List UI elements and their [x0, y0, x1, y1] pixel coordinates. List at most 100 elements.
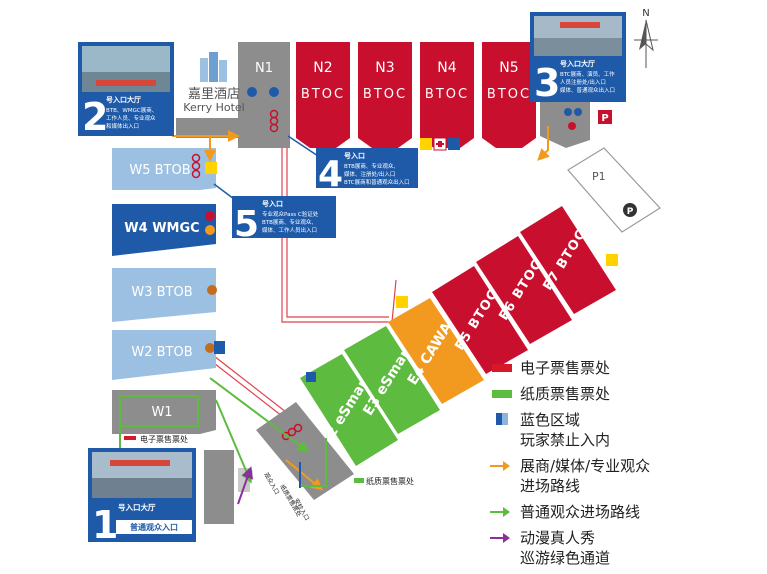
hall-N5-tag: BTOC — [487, 87, 531, 102]
hall-E3[interactable]: E3 eSmart — [344, 326, 440, 434]
west-connector — [204, 450, 234, 524]
food-icon — [205, 225, 215, 235]
hall-W5[interactable]: W5 BTOB — [112, 148, 217, 190]
parking-icon — [623, 203, 637, 217]
entrance-2-title: 号入口大厅 — [106, 95, 141, 104]
legend: 电子票售票处 纸质票售票处 蓝色区域 玩家禁止入内 展商/媒体/专业观众 进场路… — [490, 358, 760, 574]
turnstile-icon — [191, 169, 201, 179]
entrance-1-number: 1 — [92, 503, 118, 547]
info-icon — [574, 108, 582, 116]
entrance-1-callout[interactable]: 1 号入口大厅 普通观众入口 — [88, 448, 196, 547]
legend-arrow-icon — [490, 456, 512, 474]
entrance-3-line-1: BTC展商、演员、工作 — [560, 70, 615, 78]
entrance-5-callout[interactable]: 5 号入口 专业观众Pass C验证处 BTB展商、专业观众、 媒体、工作人员出… — [232, 196, 336, 245]
entrance-5-line-1: 专业观众Pass C验证处 — [262, 210, 319, 218]
legend-arrow-icon — [490, 502, 512, 520]
turnstile-icon — [281, 431, 291, 441]
atm-icon — [448, 138, 460, 150]
hall-N2-label: N2 — [313, 60, 332, 76]
parking-icon-glyph: P — [627, 207, 634, 217]
eticket-marker — [124, 436, 136, 440]
entrance-4-callout[interactable]: 4 号入口 BTB展商、专业观众、 媒体、注册处/出入口 BTC展商和普通观众出… — [316, 148, 418, 195]
hall-W1[interactable]: W1 — [112, 390, 216, 434]
legend-row-eticket: 电子票售票处 — [490, 358, 760, 378]
legend-row-orange-route: 展商/媒体/专业观众 进场路线 — [490, 456, 760, 496]
entrance-3-line-3: 媒体、普通观众出入口 — [560, 86, 615, 94]
compass-label: N — [642, 8, 649, 19]
exit-icon — [306, 372, 316, 382]
hall-W2[interactable]: W2 BTOB — [112, 330, 225, 380]
hall-W4[interactable]: W4 WMGC — [112, 204, 216, 256]
food-icon — [205, 343, 215, 353]
entrance-1-line-1: 普通观众入口 — [130, 522, 178, 532]
security-icon — [568, 122, 576, 130]
hotel-name-en: Kerry Hotel — [183, 101, 244, 114]
security-icon — [205, 211, 215, 221]
hall-N5[interactable]: N5 BTOC — [482, 42, 536, 148]
turnstile-icon — [191, 161, 201, 171]
hall-E7[interactable]: E7 BTOC — [520, 206, 618, 314]
entrance-3-callout[interactable]: 3 号入口大厅 BTC展商、演员、工作 人员注册处/出入口 媒体、普通观众出入口 — [530, 12, 626, 105]
hall-E2[interactable]: E2 eSmart — [300, 354, 398, 466]
legend-text: 普通观众进场路线 — [520, 503, 641, 521]
paper-ticket-marker — [354, 478, 364, 483]
hall-E5[interactable]: E5 BTOC — [432, 266, 528, 374]
legend-text: 进场路线 — [520, 477, 581, 495]
entrance-5-pointer — [213, 183, 239, 203]
hall-N2[interactable]: N2 BTOC — [296, 42, 350, 148]
hall-N3-tag: BTOC — [363, 87, 407, 102]
legend-text: 纸质票售票处 — [520, 385, 611, 403]
hall-N1[interactable]: N1 — [238, 42, 290, 148]
legend-row-purple-route: 动漫真人秀 巡游绿色通道 — [490, 528, 760, 568]
hall-N4-tag: BTOC — [425, 87, 469, 102]
parking-P1[interactable]: P1 P — [567, 147, 661, 233]
connector-corridor — [176, 118, 238, 138]
entrance-2-callout[interactable]: 2 号入口大厅 BTB、WMGC展商、 工作人员、专业观众 和媒体出入口 — [78, 42, 174, 139]
legend-text: 玩家禁止入内 — [520, 431, 611, 449]
hall-N5-label: N5 — [499, 60, 518, 76]
turnstile-icon — [191, 153, 201, 163]
entrance-4-pointer — [287, 135, 319, 157]
hall-N4[interactable]: N4 BTOC — [420, 42, 474, 148]
restaurant-icon — [420, 138, 432, 150]
entrance-2-line-2: 工作人员、专业观众 — [106, 114, 156, 122]
hall-W3-label: W3 BTOB — [131, 285, 192, 300]
hall-N3[interactable]: N3 BTOC — [358, 42, 412, 148]
legend-swatch — [490, 384, 512, 402]
legend-text: 蓝色区域 — [520, 411, 581, 429]
legend-text: 展商/媒体/专业观众 — [520, 457, 651, 475]
hall-E6[interactable]: E6 BTOC — [476, 236, 572, 344]
facility-icons-N4 — [420, 137, 460, 151]
restaurant-icon — [606, 254, 618, 266]
legend-text: 巡游绿色通道 — [520, 549, 611, 567]
eticket-label: 电子票售票处 — [140, 434, 188, 444]
hall-N1-label: N1 — [255, 61, 273, 76]
entrance-4-line-3: BTC展商和普通观众出入口 — [344, 178, 410, 186]
turnstile-icon — [287, 427, 297, 437]
hall-W5-label: W5 BTOB — [129, 163, 190, 178]
hall-W3[interactable]: W3 BTOB — [112, 268, 217, 322]
info-icon — [564, 108, 572, 116]
entrance-4-line-2: 媒体、注册处/出入口 — [344, 170, 395, 178]
entrance-3-building[interactable]: P — [540, 102, 612, 148]
hotel-name-cn: 嘉里酒店 — [188, 87, 240, 102]
info-icon — [247, 87, 257, 97]
gate-label-1: 观众入口 — [262, 472, 280, 496]
entrance-4-title: 号入口 — [344, 151, 365, 160]
restaurant-icon — [205, 162, 217, 174]
hall-E4[interactable]: E4 CAWAE — [388, 296, 484, 404]
entrance-2-number: 2 — [82, 95, 108, 139]
entrance-2-line-1: BTB、WMGC展商、 — [106, 106, 157, 114]
route-purple — [237, 466, 253, 505]
legend-row-green-route: 普通观众进场路线 — [490, 502, 760, 522]
route-orange — [172, 126, 550, 491]
hall-W4-label: W4 WMGC — [124, 221, 199, 236]
entrance-5-line-2: BTB展商、专业观众、 — [262, 218, 317, 226]
entrance-3-title: 号入口大厅 — [560, 59, 595, 68]
legend-row-blue-zone: 蓝色区域 玩家禁止入内 — [490, 410, 760, 450]
legend-row-paper: 纸质票售票处 — [490, 384, 760, 404]
legend-text: 动漫真人秀 — [520, 529, 596, 547]
legend-swatch — [490, 358, 512, 376]
entrance-1-title: 号入口大厅 — [118, 502, 156, 512]
info-icon — [269, 87, 279, 97]
